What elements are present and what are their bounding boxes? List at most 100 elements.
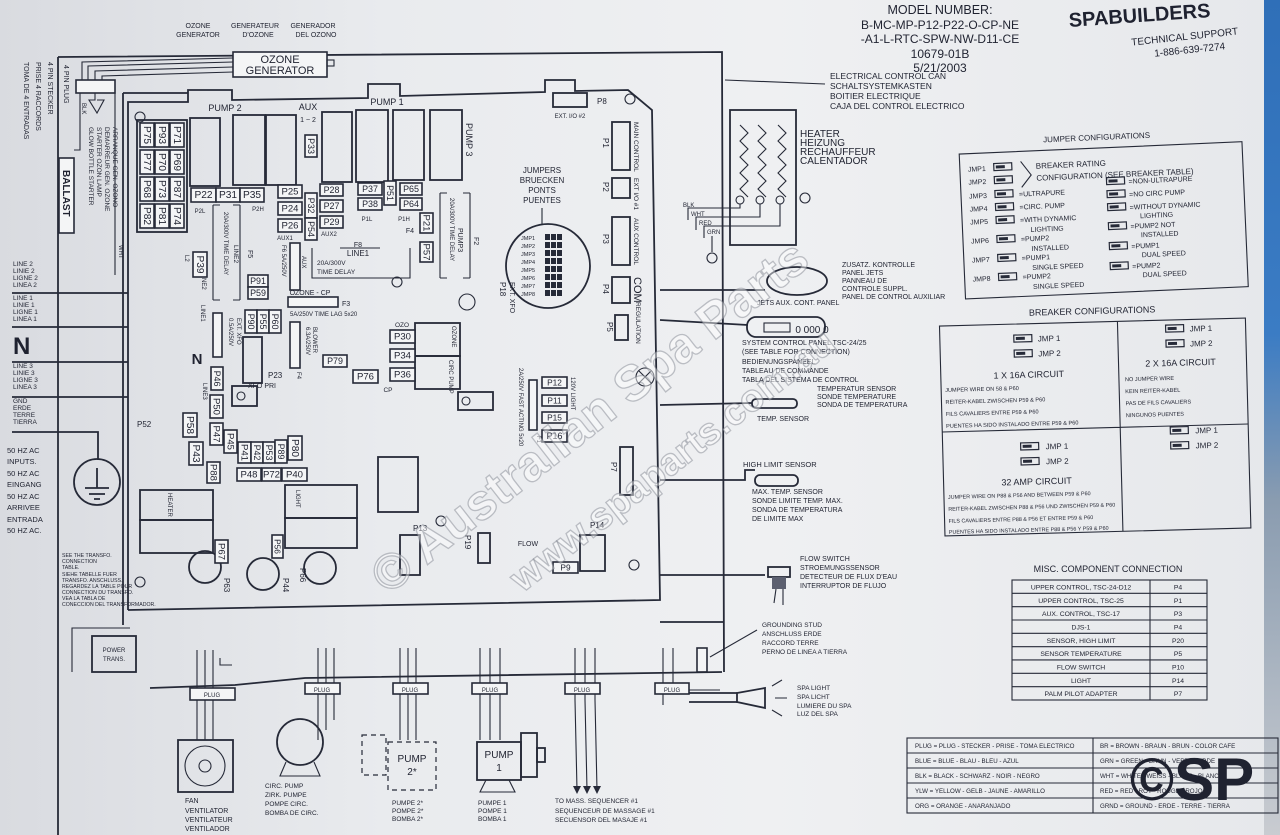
connector-p47-label: P47 xyxy=(211,426,222,443)
breaker-config-amp32-notes-1-text: REITER-KABEL ZWISCHEN P88 & P56 UND ZWIS… xyxy=(948,503,1115,513)
connector-p75: P75 xyxy=(139,122,155,148)
connector-p35-box xyxy=(239,187,265,203)
misc-rows-5-component-text: SENSOR TEMPERATURE xyxy=(1040,651,1122,658)
misc-rows-8-port-text: P7 xyxy=(1174,691,1183,698)
bottom-fan-2-text: VENTILATEUR xyxy=(185,817,233,824)
connector-p80-box xyxy=(287,435,303,461)
connector-p32-label: P32 xyxy=(306,198,316,214)
board-jumpers-2-text: PONTS xyxy=(528,186,556,195)
connector-p18: P18 xyxy=(498,282,507,297)
connector-p58-label: P58 xyxy=(184,416,195,434)
connector-p73-box xyxy=(154,176,170,202)
board-jmp-4-text: JMP5 xyxy=(521,268,535,274)
connector-p48-label: P48 xyxy=(241,470,258,481)
copyright-mark: ©SP xyxy=(1130,746,1254,813)
pump-2-box xyxy=(387,741,437,791)
connector-p44-label: P44 xyxy=(281,578,290,593)
connector-p4-label: P4 xyxy=(601,284,610,294)
panels-system-display-text: 0 000 0 xyxy=(795,325,829,336)
left-transfo-note-6-text: CONNECTION DU TRANSFO. xyxy=(62,590,133,596)
connector-p56-box xyxy=(271,534,284,559)
connector-p71-label: P71 xyxy=(171,126,182,144)
left-plug-stecker-0-text: 4 PIN STECKER xyxy=(46,62,53,115)
misc-component-table xyxy=(1011,579,1208,701)
connector-p45-label: P45 xyxy=(225,433,236,450)
brand-logo-text: SPABUILDERS xyxy=(1068,0,1211,32)
connector-p69-label: P69 xyxy=(171,153,182,171)
panels-temp-1-text: SONDE TEMPERATURE xyxy=(817,394,896,401)
jumper-config-left-9-text: SINGLE SPEED xyxy=(1033,282,1085,291)
connector-p15: P15 xyxy=(541,411,568,424)
connector-p56-label: P56 xyxy=(273,539,283,554)
control-can-1-text: SCHALTSYSTEMKASTEN xyxy=(830,81,932,91)
connector-p42-label: P42 xyxy=(252,445,262,461)
connector-p5: P5 xyxy=(605,322,614,332)
jumper-icon xyxy=(1109,261,1129,271)
connector-p90-label: P90 xyxy=(246,314,256,330)
connector-p32: P32 xyxy=(304,192,318,219)
connector-p68-label: P68 xyxy=(141,180,152,198)
jumper-config-jmps-2-text: JMP3 xyxy=(969,193,987,201)
board-aux-control-text: AUX CONTROL xyxy=(632,218,639,265)
left-gnd-2-text: TERRE xyxy=(13,412,36,419)
jumper-pin xyxy=(551,282,556,288)
left-transfo-note-0-text: SEE THE TRANSFO. xyxy=(62,553,112,559)
connector-p57: P57 xyxy=(419,241,434,263)
fan xyxy=(177,739,234,793)
connector-p46: P46 xyxy=(210,366,224,391)
connector-p50-box xyxy=(209,394,224,419)
board-jmp-2-text: JMP3 xyxy=(521,252,535,258)
connector-p12-box xyxy=(541,376,568,389)
misc-rows-6-component-text: FLOW SWITCH xyxy=(1057,664,1105,671)
misc-rows-4-component-text: SENSOR, HIGH LIMIT xyxy=(1047,638,1116,645)
legend-right-4-text: GRND = GROUND - ERDE - TERRE - TIERRA xyxy=(1100,803,1231,810)
connector-p3-label: P3 xyxy=(601,234,610,244)
jumper-config-left-1-text: =CIRC. PUMP xyxy=(1019,203,1065,212)
connector-p9-label: P9 xyxy=(560,563,571,573)
color-legend-table xyxy=(906,737,1279,814)
connector-p33-label: P33 xyxy=(306,138,316,154)
ozone-labels-1-text: GENERATOR xyxy=(176,32,220,39)
heater-labels-1-text: HEIZUNG xyxy=(800,138,845,149)
misc-rows-7-port-text: P14 xyxy=(1172,678,1184,685)
jumper-pin xyxy=(557,242,562,248)
connector-p50-label: P50 xyxy=(211,398,222,415)
connector-p14-label: P14 xyxy=(590,521,605,530)
board-ozone-relay-text: OZONE xyxy=(450,326,456,347)
left-line2-2-text: LIGNE 2 xyxy=(13,275,38,282)
jumper-pin xyxy=(557,250,562,256)
connector-p28-box xyxy=(319,183,344,197)
connector-p31-label: P31 xyxy=(219,190,237,201)
jumper-icon xyxy=(1105,176,1126,186)
ozone-box-1-text: GENERATOR xyxy=(246,65,315,77)
connector-p8-label: P8 xyxy=(597,97,607,106)
misc-rows-2-component-text: AUX. CONTROL, TSC-17 xyxy=(1042,611,1120,618)
left-line1-2-text: LIGNE 1 xyxy=(13,309,38,316)
legend-left-0-text: PLUG = PLUG - STECKER - PRISE - TOMA ELE… xyxy=(915,743,1075,750)
jumper-config-right-1-text: =NO CIRC PUMP xyxy=(1129,189,1185,198)
misc-title-text: MISC. COMPONENT CONNECTION xyxy=(1034,564,1183,574)
misc-rows-1-port-text: P1 xyxy=(1174,598,1183,605)
connector-p48-box xyxy=(236,467,262,482)
breaker-config-single-notes-0-text: JUMPER WIRE ON 58 & P60 xyxy=(945,386,1019,394)
left-neutral-text: N xyxy=(13,333,30,360)
connector-p39-box xyxy=(192,251,208,278)
panels-jets-2-text: PANNEAU DE xyxy=(842,278,887,285)
left-transfo-note-4-text: TRANSFO. ANSCHLUSS. xyxy=(62,578,123,584)
breaker-config-jmp1-text: JMP 1 xyxy=(1046,442,1069,452)
ozone-labels-2-text: GENERATEUR xyxy=(231,23,279,30)
left-gnd-0-text: GND xyxy=(13,398,28,405)
board-light-120-text: 120V LIGHT xyxy=(569,377,575,411)
connector-p41: P41 xyxy=(237,441,252,464)
connector-p39-label: P39 xyxy=(194,255,205,273)
bottom-fan-0-text: FAN xyxy=(185,798,199,805)
jumper-config-jmps-5-text: JMP6 xyxy=(971,238,989,246)
left-inputs-6-text: ENTRADA xyxy=(7,515,43,524)
connector-p4: P4 xyxy=(601,284,610,294)
connector-p88: P88 xyxy=(206,461,221,484)
panels-temp-sensor-text: TEMP. SENSOR xyxy=(757,416,809,423)
jumper-pin xyxy=(545,250,550,256)
connector-p26-box xyxy=(277,218,303,233)
jumper-config-jmps-4-text: JMP5 xyxy=(970,219,988,227)
connector-p74-label: P74 xyxy=(171,207,182,225)
